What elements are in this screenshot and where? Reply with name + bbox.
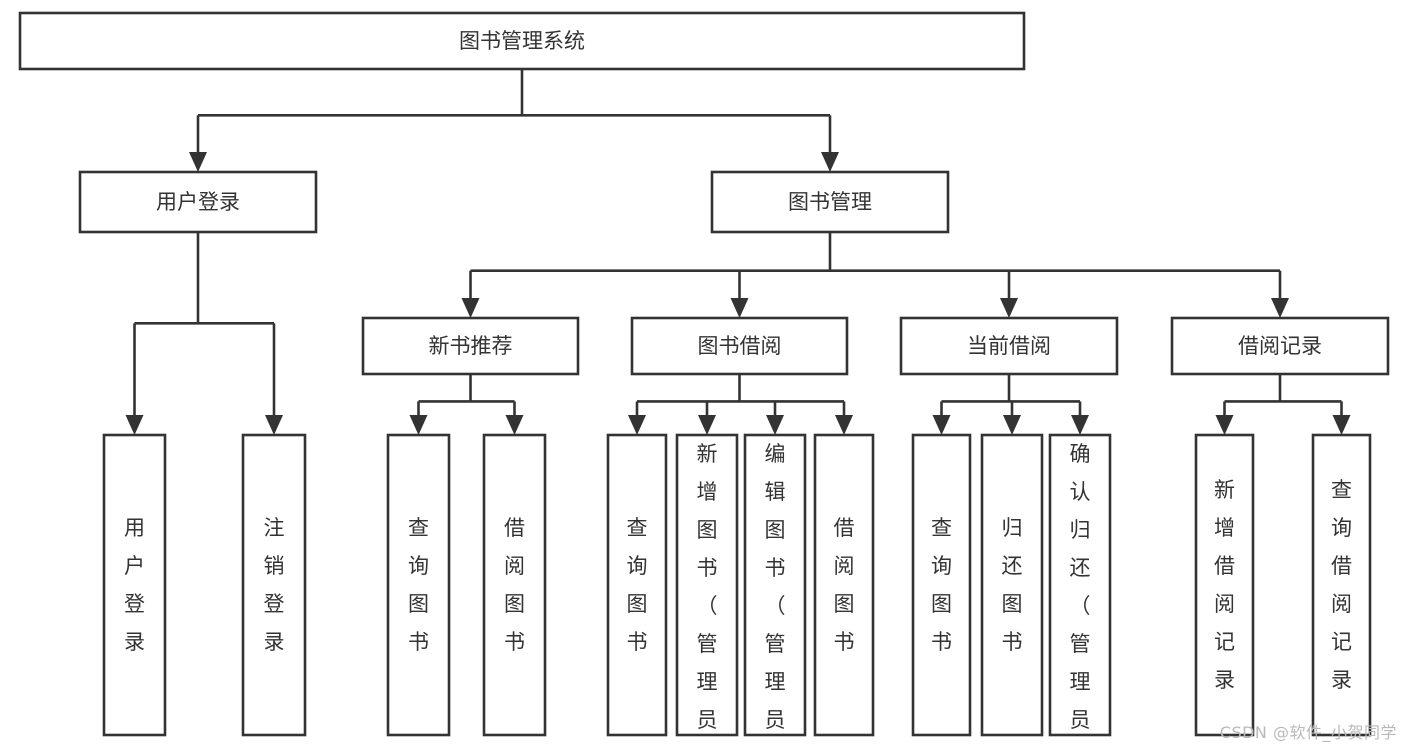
arrow-head-icon: [932, 415, 951, 435]
node-leaf-add-borrow-record-label: 新增借阅记录: [1214, 478, 1235, 692]
node-leaf-add-book[interactable]: 新增图书（管理员）: [675, 433, 739, 747]
node-leaf-borrow-book-recommend-label: 借阅图书: [504, 516, 525, 654]
node-borrow-record-label: 借阅记录: [1238, 334, 1322, 358]
node-root-label: 图书管理系统: [459, 29, 585, 53]
arrow-head-icon: [730, 298, 749, 318]
node-leaf-confirm-return-label: 确认归还（管理员）: [1070, 442, 1091, 747]
node-book-manage-box[interactable]: [710, 170, 950, 234]
node-leaf-user-logout[interactable]: 注销登录: [241, 433, 307, 737]
edge-group-book-borrow: [628, 374, 853, 435]
node-leaf-query-book-current-box[interactable]: [911, 433, 972, 737]
node-book-borrow-box[interactable]: [630, 316, 849, 376]
node-leaf-return-book[interactable]: 归还图书: [980, 433, 1044, 737]
node-leaf-return-book-box[interactable]: [980, 433, 1044, 737]
node-leaf-query-book-borrow-label: 查询图书: [627, 516, 648, 654]
edge-group-current-borrow: [932, 374, 1089, 435]
node-root[interactable]: 图书管理系统: [18, 11, 1026, 71]
node-leaf-query-borrow-record[interactable]: 查询借阅记录: [1311, 433, 1372, 737]
arrow-head-icon: [1000, 298, 1018, 318]
node-current-borrow[interactable]: 当前借阅: [899, 316, 1119, 376]
node-borrow-record-box[interactable]: [1170, 316, 1390, 376]
node-current-borrow-label: 当前借阅: [967, 334, 1051, 358]
arrow-head-icon: [505, 415, 524, 435]
node-leaf-add-book-box[interactable]: [675, 433, 739, 737]
node-book-manage[interactable]: 图书管理: [710, 170, 950, 234]
node-leaf-user-login-box[interactable]: [102, 433, 167, 737]
node-leaf-query-book-borrow[interactable]: 查询图书: [606, 433, 668, 737]
node-leaf-query-borrow-record-box[interactable]: [1311, 433, 1372, 737]
node-book-borrow-label: 图书借阅: [698, 334, 782, 358]
arrow-head-icon: [1003, 415, 1021, 435]
node-leaf-query-book-current-label: 查询图书: [931, 516, 952, 654]
node-leaf-borrow-book[interactable]: 借阅图书: [813, 433, 875, 737]
node-leaf-query-book-recommend-box[interactable]: [386, 433, 451, 737]
node-user-login[interactable]: 用户登录: [78, 170, 318, 234]
node-leaf-user-logout-label: 注销登录: [264, 516, 285, 654]
node-book-borrow[interactable]: 图书借阅: [630, 316, 849, 376]
node-leaf-query-book-current[interactable]: 查询图书: [911, 433, 972, 737]
node-layer: 图书管理系统用户登录图书管理新书推荐图书借阅当前借阅借阅记录用户登录注销登录查询…: [18, 11, 1390, 747]
node-leaf-user-login[interactable]: 用户登录: [102, 433, 167, 737]
node-leaf-edit-book-box[interactable]: [743, 433, 807, 737]
node-book-manage-label: 图书管理: [788, 190, 872, 214]
edge-group-root: [189, 69, 839, 172]
node-leaf-query-book-borrow-box[interactable]: [606, 433, 668, 737]
edge-group-book-manage: [461, 232, 1289, 318]
node-leaf-confirm-return-box[interactable]: [1048, 433, 1112, 737]
edge-group-borrow-record: [1215, 374, 1351, 435]
arrow-head-icon: [1271, 298, 1289, 318]
node-leaf-borrow-book-recommend[interactable]: 借阅图书: [482, 433, 547, 737]
node-leaf-borrow-book-label: 借阅图书: [834, 516, 855, 654]
arrow-head-icon: [125, 415, 144, 435]
node-leaf-borrow-book-box[interactable]: [813, 433, 875, 737]
node-leaf-return-book-label: 归还图书: [1002, 516, 1023, 654]
node-borrow-record[interactable]: 借阅记录: [1170, 316, 1390, 376]
connector-layer: [125, 69, 1351, 435]
node-leaf-add-borrow-record-box[interactable]: [1194, 433, 1255, 737]
arrow-head-icon: [1215, 415, 1234, 435]
arrow-head-icon: [1332, 415, 1351, 435]
arrow-head-icon: [628, 415, 646, 435]
arrow-head-icon: [189, 152, 207, 172]
arrow-head-icon: [461, 298, 480, 318]
node-leaf-user-logout-box[interactable]: [241, 433, 307, 737]
node-user-login-label: 用户登录: [156, 190, 240, 214]
node-user-login-box[interactable]: [78, 170, 318, 234]
arrow-head-icon: [698, 415, 716, 435]
arrow-head-icon: [821, 152, 839, 172]
node-root-box[interactable]: [18, 11, 1026, 71]
watermark-text: CSDN @软件_小贺同学: [1219, 723, 1397, 742]
arrow-head-icon: [766, 415, 784, 435]
edge-group-new-book-recommend: [409, 374, 524, 435]
arrow-head-icon: [1071, 415, 1089, 435]
arrow-head-icon: [835, 415, 853, 435]
node-leaf-edit-book[interactable]: 编辑图书（管理员）: [743, 433, 807, 747]
node-leaf-borrow-book-recommend-box[interactable]: [482, 433, 547, 737]
node-leaf-query-book-recommend[interactable]: 查询图书: [386, 433, 451, 737]
node-leaf-confirm-return[interactable]: 确认归还（管理员）: [1048, 433, 1112, 747]
node-leaf-query-book-recommend-label: 查询图书: [408, 516, 429, 654]
node-leaf-add-book-label: 新增图书（管理员）: [697, 442, 718, 747]
node-leaf-user-login-label: 用户登录: [124, 516, 145, 654]
node-new-book-recommend-label: 新书推荐: [429, 334, 513, 358]
node-new-book-recommend-box[interactable]: [361, 316, 580, 376]
arrow-head-icon: [265, 415, 283, 435]
node-current-borrow-box[interactable]: [899, 316, 1119, 376]
node-new-book-recommend[interactable]: 新书推荐: [361, 316, 580, 376]
edge-group-user-login: [125, 232, 283, 435]
node-leaf-add-borrow-record[interactable]: 新增借阅记录: [1194, 433, 1255, 737]
arrow-head-icon: [409, 415, 428, 435]
node-leaf-query-borrow-record-label: 查询借阅记录: [1331, 478, 1352, 692]
